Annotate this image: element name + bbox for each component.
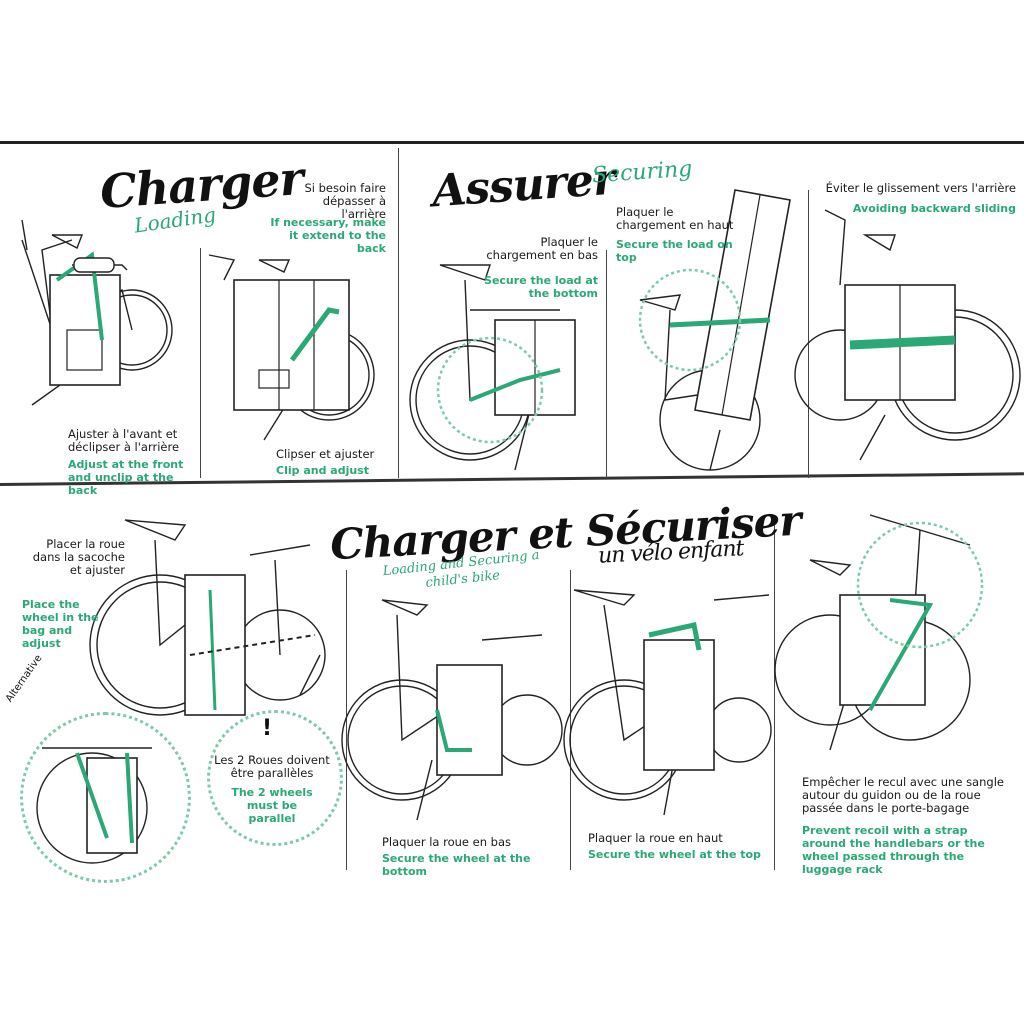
bike-illustration-assurer-3 [794, 209, 1021, 461]
bike-illustration-child-3 [563, 589, 772, 816]
bike-illustration-child-2 [341, 599, 563, 821]
panel-separator [200, 248, 201, 478]
caption-fr-extend: Si besoin faire dépasser à l'arrière [304, 181, 386, 221]
alternative-detail-circle [20, 712, 191, 883]
panel-separator [606, 250, 607, 478]
caption-en-secure-top: Secure the load on top [616, 238, 733, 264]
top-rule [0, 141, 1024, 144]
bike-illustration-child-1 [89, 519, 326, 716]
caption-fr-wheel-top: Plaquer la roue en haut [588, 831, 723, 845]
caption-fr-secure-top: Plaquer le chargement en haut [616, 205, 734, 232]
warning-fr: Les 2 Roues doivent être parallèles [214, 753, 330, 780]
caption-en-extend: If necessary, make it extend to the back [270, 216, 386, 255]
warning-circle [207, 710, 343, 846]
caption-en-secure-bottom: Secure the load at the bottom [484, 274, 598, 300]
caption-fr-prevent-recoil: Empêcher le recul avec une sangle autour… [802, 775, 1004, 815]
caption-en-avoid-sliding: Avoiding backward sliding [852, 202, 1016, 215]
panel-separator [774, 520, 775, 870]
caption-en-prevent-recoil: Prevent recoil with a strap around the h… [802, 824, 985, 876]
bike-illustration-charger-2 [208, 254, 375, 441]
caption-fr-avoid-sliding: Éviter le glissement vers l'arrière [825, 181, 1016, 195]
warning-en: The 2 wheels must be parallel [231, 786, 313, 825]
caption-fr-adjust-front: Ajuster à l'avant et déclipser à l'arriè… [68, 427, 180, 454]
caption-en-clip: Clip and adjust [276, 464, 369, 477]
panel-separator [346, 570, 347, 870]
caption-en-wheel-top: Secure the wheel at the top [588, 848, 761, 861]
section-title-assurer: Assurer [430, 153, 617, 218]
caption-fr-secure-bottom: Plaquer le chargement en bas [486, 235, 598, 262]
caption-fr-wheel-bottom: Plaquer la roue en bas [382, 835, 512, 849]
bike-illustration-child-4 [774, 514, 984, 751]
caption-en-adjust-front: Adjust at the front and unclip at the ba… [68, 458, 184, 497]
caption-en-place-wheel: Place the wheel in the bag and adjust [22, 598, 99, 650]
caption-en-wheel-bottom: Secure the wheel at the bottom [382, 852, 531, 878]
warning-exclamation-icon: ! [262, 716, 273, 741]
panel-separator [808, 190, 809, 478]
bike-illustration-alternative [36, 747, 152, 864]
bike-illustration-assurer-2 [638, 189, 791, 471]
bike-illustration-assurer-1 [409, 264, 576, 471]
alternative-label: Alternative [4, 653, 45, 705]
bike-illustration-charger-1 [21, 219, 173, 406]
caption-fr-place-wheel: Placer la roue dans la sacoche et ajuste… [32, 537, 125, 577]
panel-separator [570, 570, 571, 870]
panel-separator [398, 148, 399, 478]
caption-fr-clip: Clipser et ajuster [276, 447, 375, 461]
